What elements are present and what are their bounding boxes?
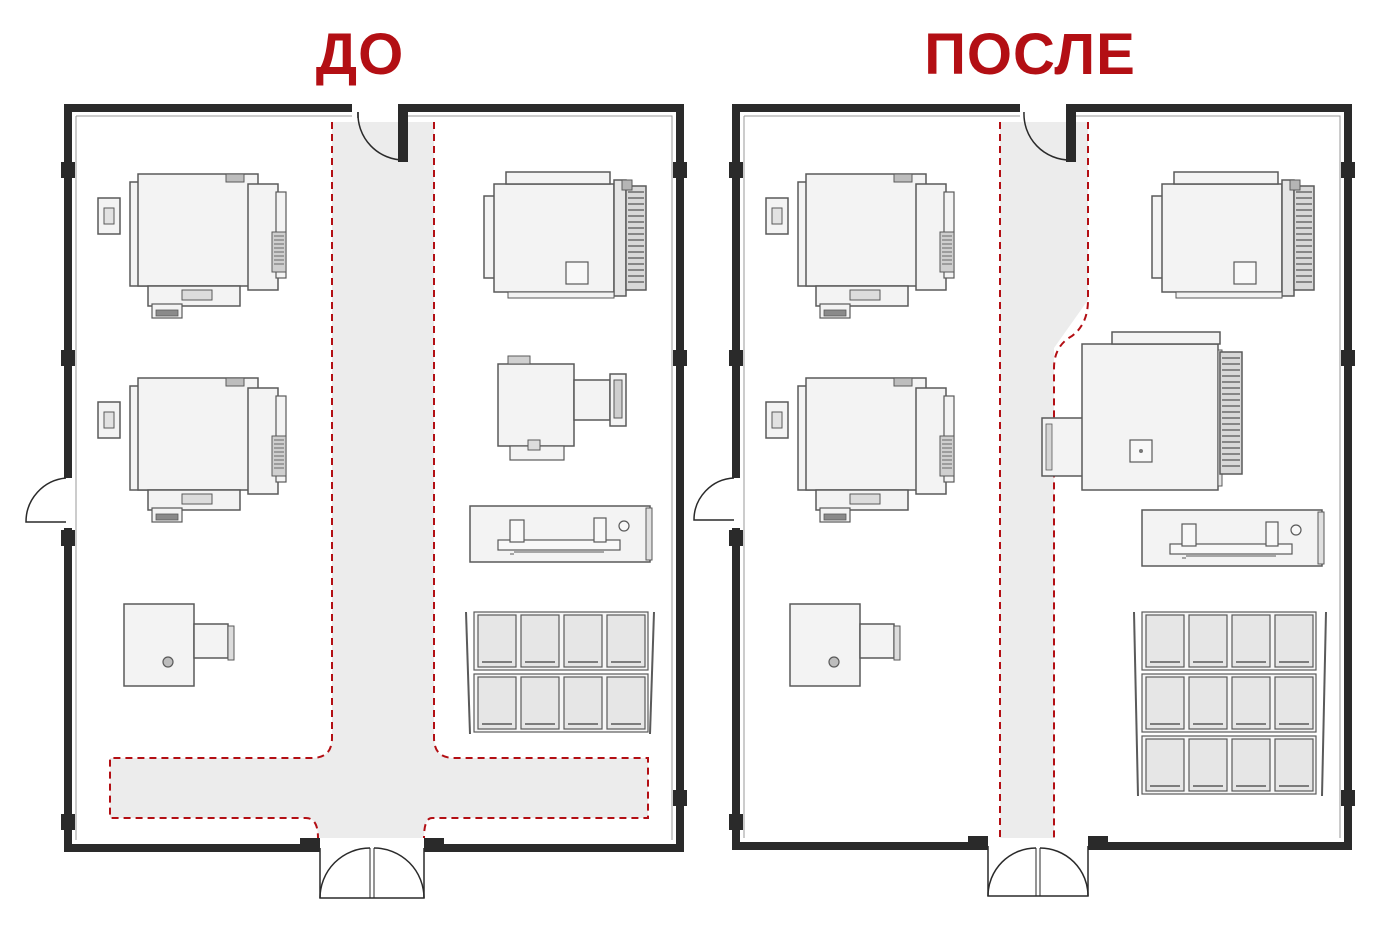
machine-10 xyxy=(1041,331,1243,491)
before-aisle xyxy=(110,122,648,838)
before-title: ДО xyxy=(315,22,405,87)
machine-1 xyxy=(97,173,287,319)
after-plan xyxy=(693,104,1355,897)
rack-2 xyxy=(1133,611,1327,797)
bench-1 xyxy=(469,505,653,563)
after-title: ПОСЛЕ xyxy=(924,22,1136,87)
machine-7 xyxy=(765,377,955,523)
machine-2 xyxy=(97,377,287,523)
machine-3 xyxy=(123,603,235,687)
machine-9 xyxy=(1151,171,1315,299)
machine-6 xyxy=(765,173,955,319)
before-aisle-border xyxy=(109,122,333,839)
bench-2 xyxy=(1141,509,1325,567)
machine-8 xyxy=(789,603,901,687)
machine-4 xyxy=(483,171,647,299)
machine-5 xyxy=(497,355,627,461)
after-aisle xyxy=(1000,122,1088,838)
rack-1 xyxy=(465,611,655,735)
before-plan xyxy=(25,104,687,899)
